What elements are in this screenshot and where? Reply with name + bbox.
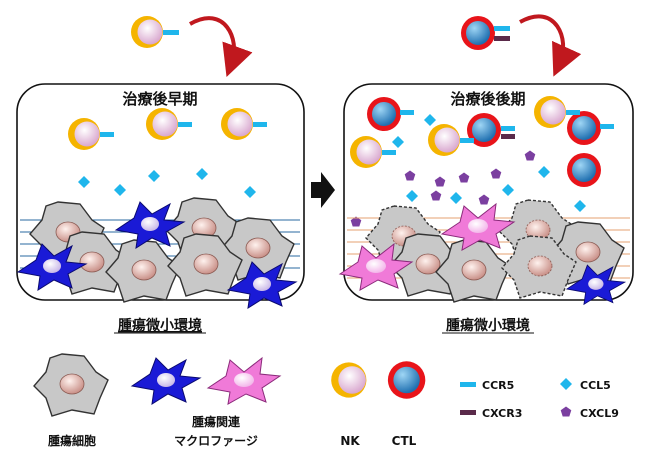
nk-cell-icon <box>131 16 163 48</box>
ccr5-receptor-icon <box>494 26 510 31</box>
nk-cell-icon <box>428 124 460 156</box>
left-panel: 治療後早期 腫瘍微小環境 <box>16 16 305 334</box>
ccr5-legend-icon <box>460 382 476 387</box>
left-panel-title: 治療後早期 <box>122 90 197 108</box>
nk-legend-icon <box>331 362 367 398</box>
nk-cell-icon <box>350 136 382 168</box>
ccr5-receptor-icon <box>600 124 614 129</box>
ctl-legend-icon <box>387 361 426 399</box>
tam-m2-legend-icon <box>131 357 201 405</box>
ctl-cell-icon <box>461 16 495 50</box>
ccr5-receptor-icon <box>178 122 192 127</box>
ctl-cell-icon <box>567 111 601 145</box>
ccr5-receptor-icon <box>100 132 114 137</box>
right-panel-caption: 腫瘍微小環境 <box>446 317 530 334</box>
ccr5-receptor-icon <box>400 110 414 115</box>
legend-tam-line1: 腫瘍関連 <box>192 414 241 429</box>
nk-cell-icon <box>68 118 100 150</box>
tumor-cell-legend-icon <box>33 353 109 417</box>
right-panel-title: 治療後後期 <box>450 90 525 108</box>
ccr5-receptor-icon <box>460 138 474 143</box>
nk-cell-icon <box>221 108 253 140</box>
tam-m1-legend-icon <box>207 357 281 405</box>
legend-tam-line2: マクロファージ <box>174 434 258 448</box>
ctl-cell-icon <box>367 97 401 131</box>
legend-tumor-cell: 腫瘍細胞 <box>48 433 96 448</box>
entry-arrow-icon <box>519 14 582 77</box>
cxcr3-receptor-icon <box>494 36 510 41</box>
ccr5-receptor-icon <box>163 30 179 35</box>
nk-cell-icon <box>534 96 566 128</box>
cxcr3-receptor-icon <box>501 134 515 139</box>
right-panel: 治療後後期 <box>339 14 634 334</box>
ccr5-receptor-icon <box>566 110 580 115</box>
ctl-cell-icon <box>567 153 601 187</box>
legend-ctl: CTL <box>392 434 417 448</box>
left-panel-caption: 腫瘍微小環境 <box>118 317 202 334</box>
legend-ccr5: CCR5 <box>482 379 514 392</box>
ccr5-receptor-icon <box>382 150 396 155</box>
legend: 腫瘍細胞 腫瘍関連 マクロファージ NK CTL CCR5 CXCR3 CCL5… <box>33 353 619 448</box>
entry-arrow-icon <box>189 16 253 78</box>
cxcl9-legend-icon <box>560 406 572 417</box>
ccl5-legend-icon <box>560 378 572 390</box>
transition-arrow-icon <box>311 172 335 208</box>
ccr5-receptor-icon <box>253 122 267 127</box>
cxcr3-legend-icon <box>460 410 476 415</box>
nk-cell-icon <box>146 108 178 140</box>
ccr5-receptor-icon <box>501 126 515 131</box>
legend-cxcr3: CXCR3 <box>482 407 522 420</box>
legend-cxcl9: CXCL9 <box>580 407 619 420</box>
legend-ccl5: CCL5 <box>580 379 611 392</box>
legend-nk: NK <box>340 434 360 448</box>
